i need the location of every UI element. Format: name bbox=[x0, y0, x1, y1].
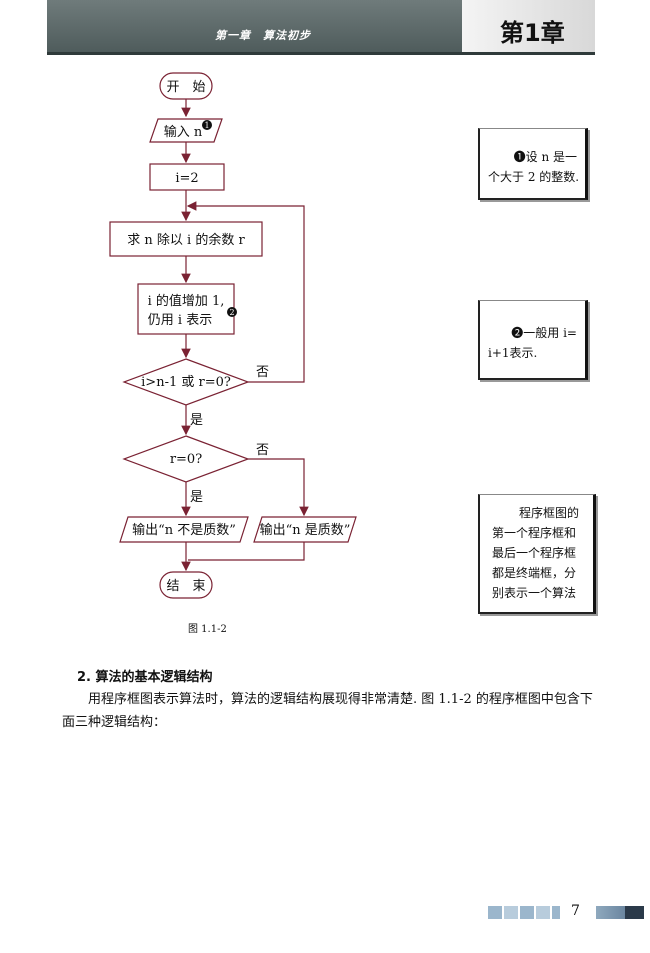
decision-1-no: 否 bbox=[256, 365, 269, 380]
side-note-1-line-2: 个大于 2 的整数. bbox=[488, 170, 580, 184]
output-prime-box bbox=[253, 516, 357, 543]
end-terminal bbox=[159, 571, 213, 599]
start-label: 开 始 bbox=[166, 80, 205, 95]
side-note-3: 程序框图的 第一个程序框和 最后一个程序框 都是终端框，分 别表示一个算法 bbox=[478, 494, 596, 614]
output-prime-label: 输出“n 是质数” bbox=[260, 522, 351, 538]
page-number: 7 bbox=[571, 903, 580, 919]
header-chapter-box bbox=[462, 0, 595, 55]
decision-1-yes: 是 bbox=[190, 413, 203, 428]
body-paragraph: 用程序框图表示算法时，算法的逻辑结构展现得非常清楚. 图 1.1-2 的程序框图… bbox=[62, 692, 593, 730]
section-title: 2. 算法的基本逻辑结构 bbox=[77, 670, 213, 685]
flowchart: 1 2 开 始 输入 n i=2 求 n 除以 i 的余数 r i 的值增加 1… bbox=[109, 72, 357, 599]
decision-2-no: 否 bbox=[256, 443, 269, 458]
side-note-3-line-2: 第一个程序框和 bbox=[492, 526, 577, 540]
side-note-1: ❶设 n 是一 个大于 2 的整数. bbox=[478, 128, 588, 200]
increment-label-1: i 的值增加 1, bbox=[148, 293, 225, 309]
remainder-label: 求 n 除以 i 的余数 r bbox=[127, 232, 245, 248]
side-note-1-line-1: ❶设 n 是一 bbox=[513, 150, 577, 164]
input-label: 输入 n bbox=[164, 124, 203, 140]
side-note-2-line-1: ❷一般用 i= bbox=[511, 326, 577, 340]
end-label: 结 束 bbox=[166, 579, 205, 594]
decision-2-label: r=0? bbox=[170, 452, 202, 467]
init-label: i=2 bbox=[175, 171, 198, 186]
figure-caption: 图 1.1-2 bbox=[188, 624, 227, 635]
side-note-2-line-2: i+1表示. bbox=[488, 346, 538, 360]
footer-decoration-right bbox=[596, 906, 644, 919]
decision-1-label: i>n-1 或 r=0? bbox=[141, 375, 231, 390]
side-note-3-line-3: 最后一个程序框 bbox=[492, 546, 577, 560]
input-box bbox=[149, 118, 223, 143]
init-box bbox=[149, 163, 225, 191]
marker-2-label: 2 bbox=[229, 308, 234, 317]
marker-1-label: 1 bbox=[204, 121, 209, 130]
footer-decoration-left bbox=[488, 906, 560, 919]
header-bar bbox=[47, 0, 462, 55]
output-not-prime-label: 输出“n 不是质数” bbox=[132, 522, 236, 538]
running-title: 第一章 算法初步 bbox=[215, 29, 311, 42]
side-note-2: ❷一般用 i= i+1表示. bbox=[478, 300, 588, 380]
chapter-label: 第1章 bbox=[500, 19, 565, 47]
increment-label-2: 仍用 i 表示 bbox=[148, 313, 212, 328]
footnote-marker-1 bbox=[202, 120, 212, 130]
decision-2-yes: 是 bbox=[190, 490, 203, 505]
side-note-3-line-1: 程序框图的 bbox=[518, 506, 579, 520]
side-note-3-line-5: 别表示一个算法 bbox=[492, 586, 577, 600]
output-not-prime-box bbox=[119, 516, 249, 543]
footnote-marker-2 bbox=[227, 307, 237, 317]
side-note-3-line-4: 都是终端框，分 bbox=[492, 566, 577, 580]
